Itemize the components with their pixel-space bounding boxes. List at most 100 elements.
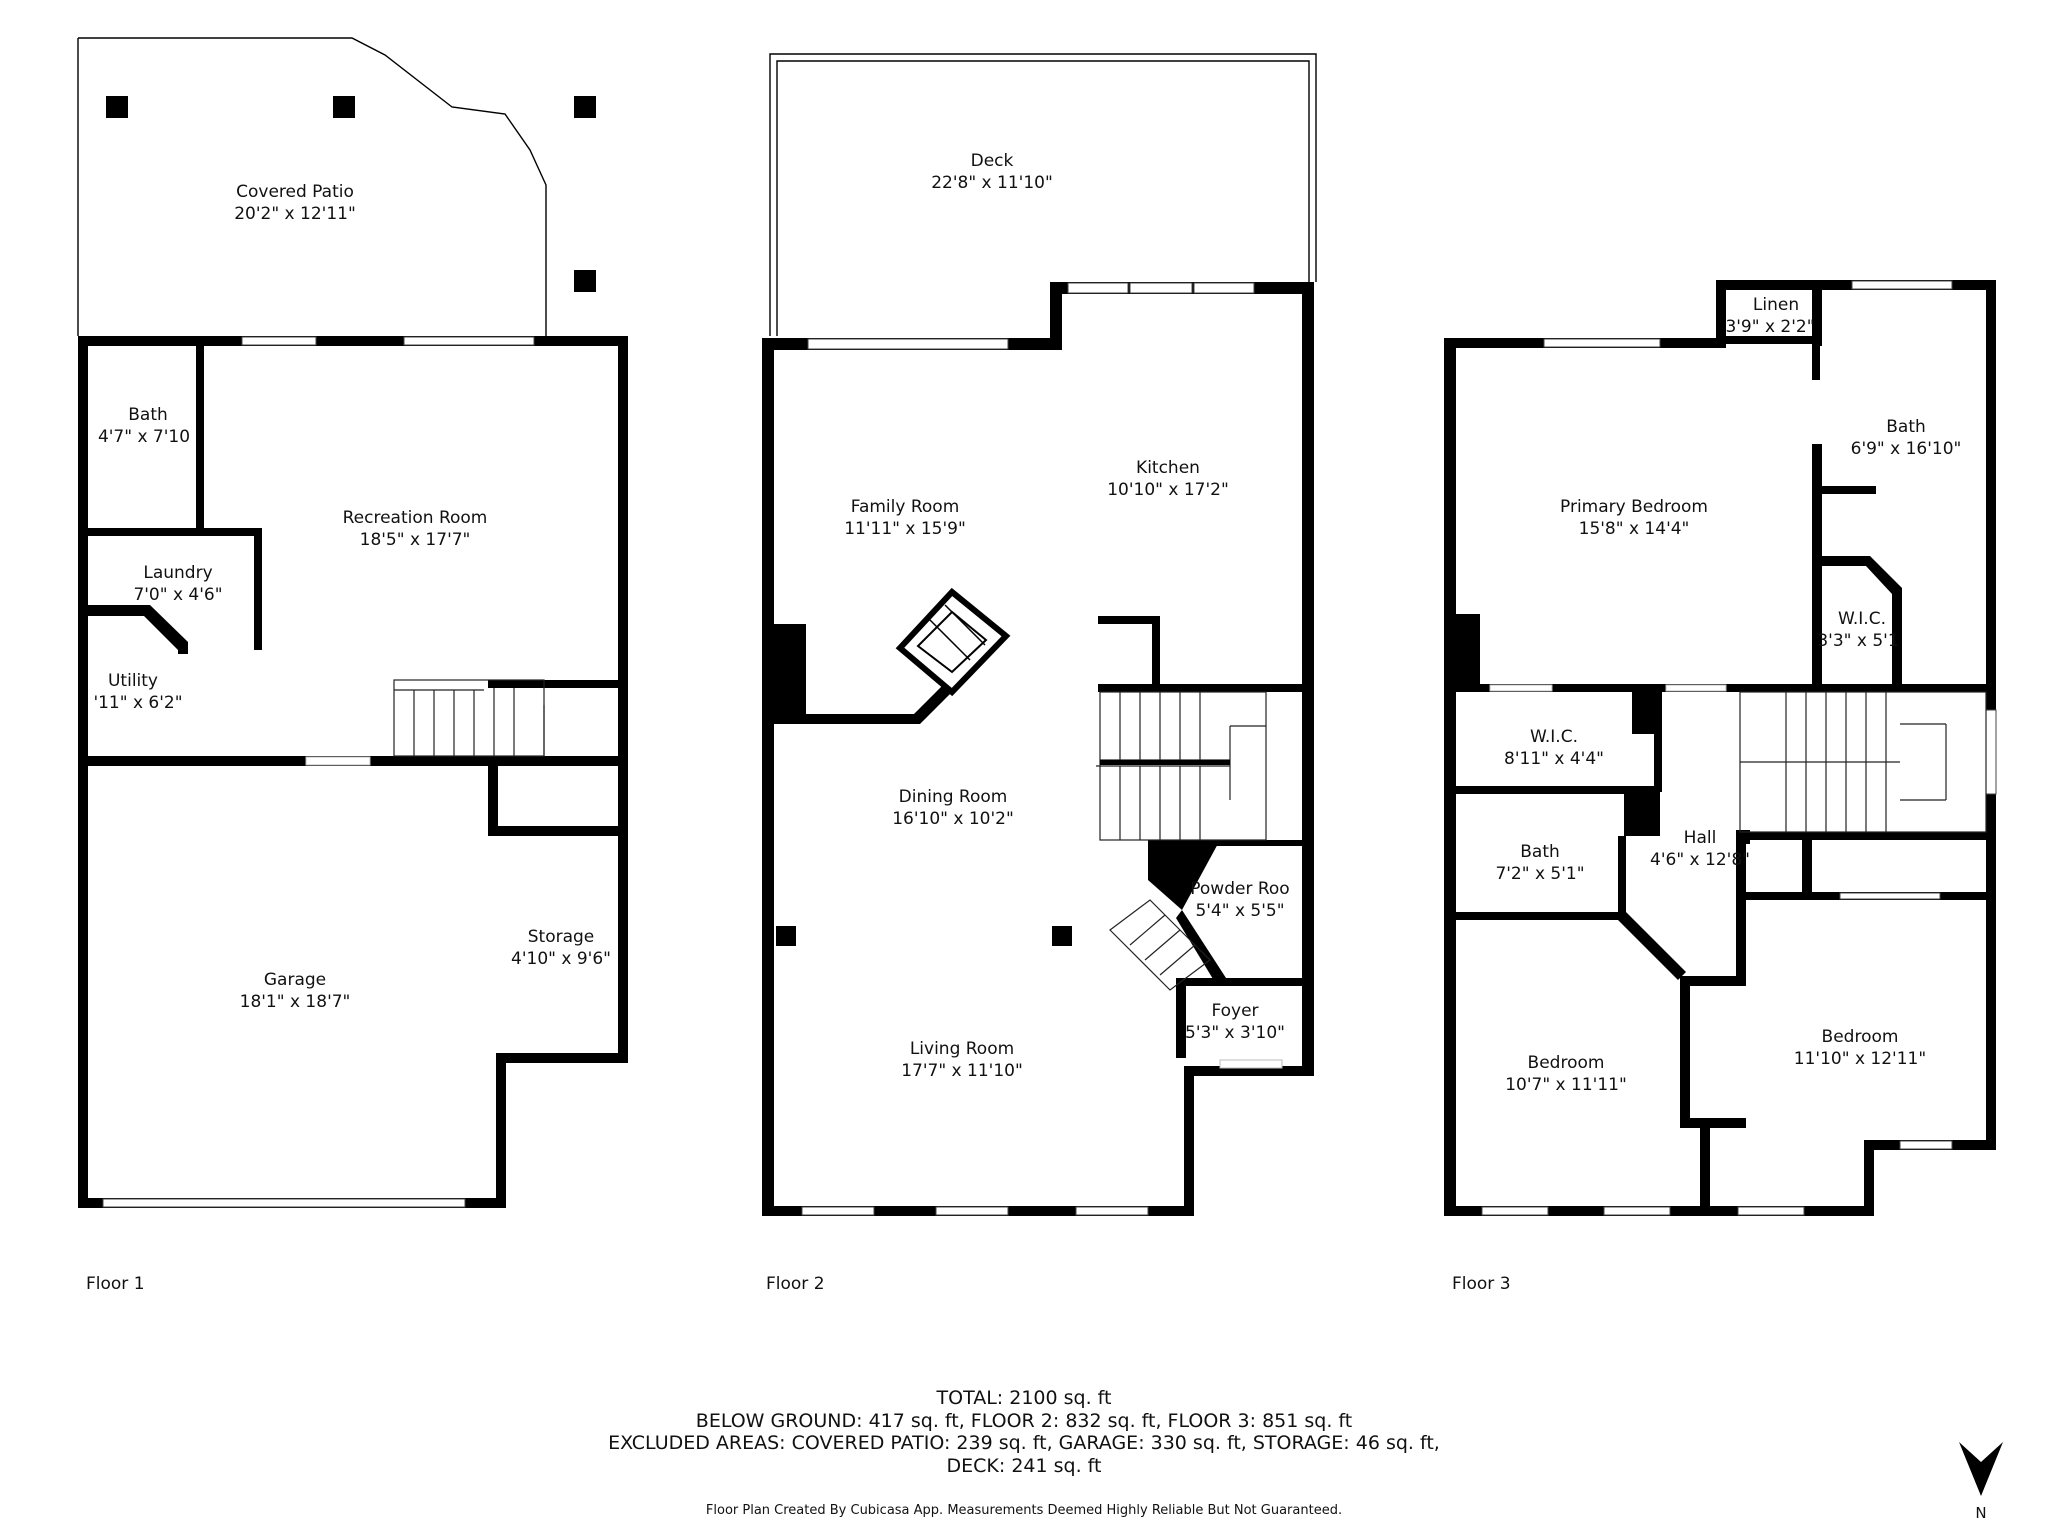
wall — [1736, 830, 1746, 986]
excluded-areas: EXCLUDED AREAS: COVERED PATIO: 239 sq. f… — [608, 1432, 1440, 1454]
wall — [1176, 978, 1302, 986]
covered-patio-outline — [77, 37, 547, 336]
patio-post — [574, 96, 596, 118]
room-dims: 18'1" x 18'7" — [240, 992, 351, 1012]
floor-label: Floor 2 — [766, 1274, 825, 1294]
wall — [1812, 280, 1822, 346]
room-name: Bath — [128, 405, 168, 425]
wall — [1148, 840, 1302, 846]
room-dims: 10'10" x 17'2" — [1107, 480, 1229, 500]
excluded-areas-cont: DECK: 241 sq. ft — [946, 1454, 1102, 1477]
patio-post — [574, 270, 596, 292]
fireplace — [895, 587, 1011, 697]
floor-1-plan: Covered Patio 20'2" x 12'11" Bath 4'7" x… — [77, 37, 628, 1294]
room-name: Recreation Room — [343, 508, 488, 528]
floor-label: Floor 3 — [1452, 1274, 1511, 1294]
compass-label: N — [1975, 1504, 1986, 1520]
wall — [1812, 486, 1876, 494]
wall — [488, 756, 498, 834]
room-name: Kitchen — [1136, 458, 1200, 478]
door-opening — [305, 756, 371, 766]
wall — [1680, 976, 1690, 1126]
room-name: Bedroom — [1528, 1053, 1605, 1073]
wall — [1700, 1126, 1710, 1216]
room-name: Living Room — [910, 1039, 1014, 1059]
room-dims: 18'5" x 17'7" — [360, 530, 471, 550]
wall — [488, 680, 628, 688]
room-name: Dining Room — [899, 787, 1008, 807]
wall — [1444, 338, 1456, 1214]
wall — [1736, 1118, 1746, 1128]
room-dims: 7'2" x 5'1" — [1495, 864, 1584, 884]
window — [1129, 282, 1193, 294]
wall — [1802, 832, 1812, 892]
wall — [1152, 616, 1160, 688]
room-dims: 10'7" x 11'11" — [1505, 1075, 1627, 1095]
door-opening — [1839, 892, 1941, 900]
patio-post — [106, 96, 128, 118]
wall — [1716, 280, 1726, 348]
room-name: Storage — [528, 927, 595, 947]
room-name: Hall — [1684, 828, 1717, 848]
total-area: TOTAL: 2100 sq. ft — [936, 1387, 1112, 1409]
wall — [1100, 760, 1230, 765]
room-name: Covered Patio — [236, 182, 354, 202]
wall — [488, 826, 628, 836]
room-name: Primary Bedroom — [1560, 497, 1708, 517]
wall — [1812, 346, 1820, 380]
window — [1899, 1140, 1953, 1150]
staircase — [1739, 691, 1987, 833]
wall — [1148, 840, 1220, 910]
wall — [1184, 1066, 1314, 1076]
room-dims: 5'3" x 3'10" — [1185, 1023, 1285, 1043]
room-dims: 6'9" x 16'10" — [1851, 439, 1962, 459]
wall — [1740, 832, 1996, 840]
wall — [1812, 444, 1822, 688]
wall — [1456, 786, 1656, 794]
door-opening — [1489, 684, 1553, 692]
room-name: Family Room — [851, 497, 960, 517]
room-name: W.I.C. — [1838, 609, 1886, 629]
wall — [1184, 1066, 1194, 1216]
room-dims: 5'4" x 5'5" — [1195, 901, 1284, 921]
window — [1543, 338, 1661, 348]
wall — [1632, 684, 1656, 734]
wall — [1098, 684, 1302, 692]
deck-outline — [776, 60, 1310, 336]
wall — [1050, 282, 1062, 350]
room-name: Garage — [264, 970, 326, 990]
room-dims: 3'3" x 5'1 — [1817, 631, 1898, 651]
room-name: W.I.C. — [1530, 727, 1578, 747]
room-dims: 8'11" x 4'4" — [1504, 749, 1604, 769]
room-dims: 7'0" x 4'6" — [133, 585, 222, 605]
door-opening — [1219, 1059, 1283, 1069]
room-dims: 16'10" x 10'2" — [892, 809, 1014, 829]
wall — [88, 528, 262, 536]
disclaimer: Floor Plan Created By Cubicasa App. Meas… — [705, 1503, 1343, 1518]
wall — [774, 684, 952, 724]
room-dims: 15'8" x 14'4" — [1579, 519, 1690, 539]
wall — [1726, 336, 1822, 344]
floor-2-plan: Deck 22'8" x 11'10" Kitchen 10'10" x 17'… — [762, 53, 1317, 1294]
deck-outline — [769, 53, 1317, 336]
wall — [1098, 616, 1160, 624]
door-opening — [403, 336, 535, 346]
wall — [762, 338, 774, 1216]
wall — [496, 1053, 506, 1208]
wall — [254, 528, 262, 650]
room-name: Foyer — [1211, 1001, 1258, 1021]
wall — [78, 336, 628, 346]
wall — [1680, 1118, 1746, 1128]
room-name: Bath — [1886, 417, 1926, 437]
wall — [1624, 786, 1660, 836]
room-name: Linen — [1753, 295, 1799, 315]
window — [1851, 280, 1953, 290]
column — [1052, 926, 1072, 946]
room-dims: 3'9" x 2'2" — [1725, 317, 1814, 337]
floor-3-plan: Linen 3'9" x 2'2" Bath 6'9" x 16'10" Pri… — [1444, 280, 1997, 1294]
room-name: Laundry — [143, 563, 212, 583]
window — [935, 1206, 1009, 1216]
wall — [1654, 692, 1662, 792]
room-dims: 11'10" x 12'11" — [1794, 1049, 1926, 1069]
